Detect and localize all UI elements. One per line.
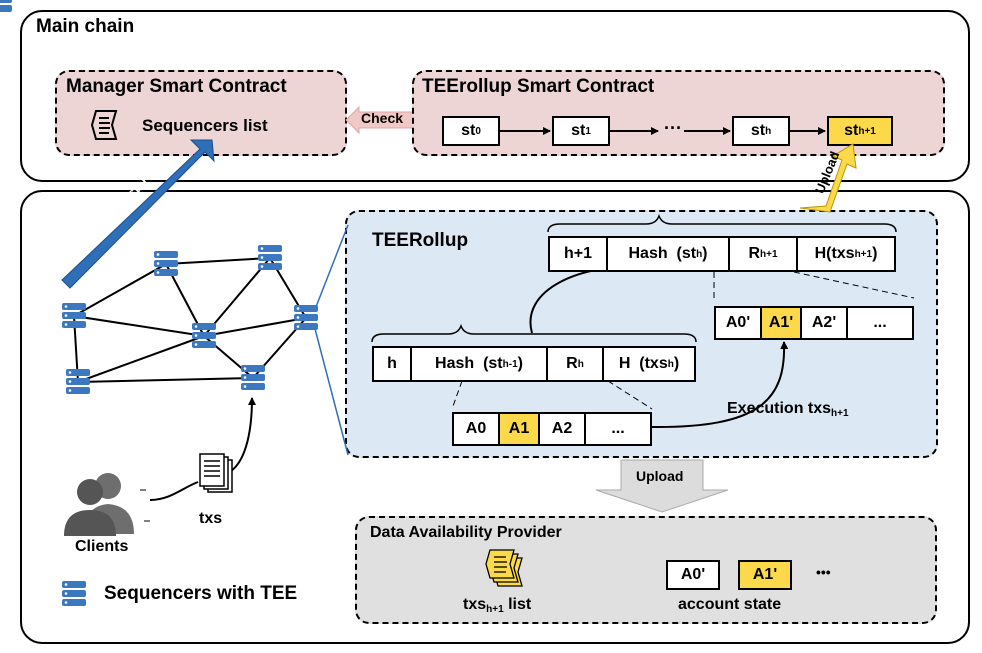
- block-h1-height: h+1: [550, 238, 608, 270]
- clients-label: Clients: [75, 538, 129, 555]
- account-a0-new: A0': [716, 308, 762, 338]
- sequencers-list-label: Sequencers list: [142, 116, 268, 135]
- check-label: Check: [361, 110, 404, 126]
- da-account-a1: A1': [738, 560, 792, 590]
- account-a0-old: A0: [454, 414, 500, 444]
- account-more-old: ...: [611, 420, 625, 437]
- block-h-height: h: [374, 348, 412, 380]
- account-a2-new: A2': [802, 308, 848, 338]
- accounts-new-row: A0' A1' A2' ...: [714, 306, 914, 340]
- list-icon: [90, 110, 118, 140]
- state-ellipsis: ···: [664, 118, 682, 138]
- manager-contract-title: Manager Smart Contract: [66, 76, 287, 97]
- teerollup-title: TEERollup: [372, 230, 469, 251]
- da-account-a0: A0': [666, 560, 720, 590]
- account-a1-new: A1': [762, 308, 802, 338]
- upload-bottom-label: Upload: [636, 468, 684, 484]
- main-chain-panel: [20, 10, 970, 182]
- clients-icon: [64, 473, 134, 536]
- account-a1-old: A1: [500, 414, 540, 444]
- account-state-label: account state: [678, 596, 782, 613]
- txs-list-label: txsh+1 list: [463, 596, 532, 615]
- account-more-new: ...: [873, 314, 887, 331]
- txs-list-icon: [485, 549, 523, 587]
- txs-document-icon: [199, 453, 233, 493]
- da-provider-title: Data Availability Provider: [370, 524, 562, 541]
- main-chain-title: Main chain: [36, 16, 135, 37]
- txs-label: txs: [199, 510, 223, 527]
- account-a2-old: A2: [540, 414, 586, 444]
- legend-label: Sequencers with TEE: [104, 583, 298, 604]
- network-panel: [20, 190, 970, 644]
- teerollup-contract-title: TEErollup Smart Contract: [422, 76, 655, 97]
- accounts-old-row: A0 A1 A2 ...: [452, 412, 652, 446]
- da-provider-panel: [355, 516, 937, 624]
- da-ellipsis: •••: [816, 564, 831, 580]
- execution-label: Execution txsh+1: [727, 400, 849, 419]
